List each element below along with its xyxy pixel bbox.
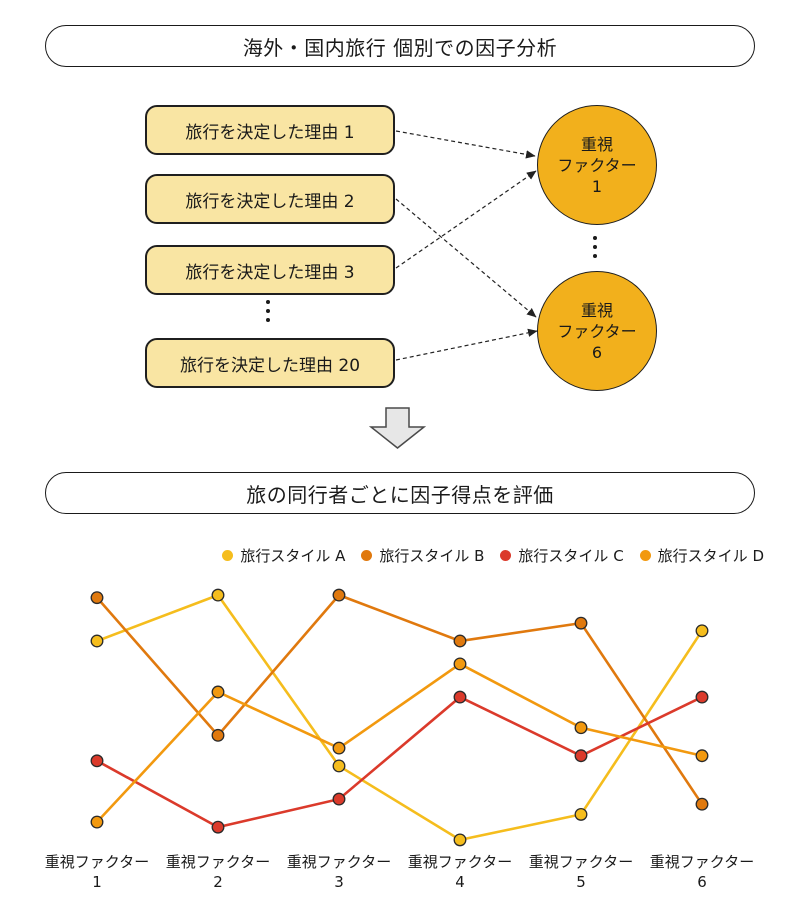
factor-6-number: 6: [591, 342, 603, 362]
legend-item-1: 旅行スタイル A: [222, 545, 345, 566]
section-title-factor-scores: 旅の同行者ごとに因子得点を評価: [45, 472, 755, 514]
series-line-3: [96, 695, 703, 829]
data-point-s1-f3: [332, 759, 346, 773]
legend-item-4: 旅行スタイル D: [639, 545, 764, 566]
factor-1-line2: ファクター: [557, 155, 637, 175]
x-axis-label-1: 重視ファクター 1: [44, 853, 150, 891]
factor-6-line1: 重視: [580, 300, 613, 320]
factor-circle-1: 重視 ファクター 1: [537, 105, 657, 225]
data-point-s3-f1: [90, 754, 104, 768]
arrow-reason1-factor1: [395, 130, 536, 159]
reason-box-3: 旅行を決定した理由 3: [145, 245, 395, 295]
data-point-s4-f3: [332, 741, 346, 755]
series-line-1: [96, 593, 704, 842]
data-point-s3-f6: [695, 690, 709, 704]
data-point-s1-f1: [90, 634, 104, 648]
data-point-s1-f6: [695, 624, 709, 638]
series-line-2: [96, 593, 704, 805]
legend-label: 旅行スタイル C: [518, 547, 624, 565]
reason-box-1: 旅行を決定した理由 1: [145, 105, 395, 155]
legend-label: 旅行スタイル B: [379, 547, 485, 565]
x-axis-label-5: 重視ファクター 5: [528, 853, 634, 891]
x-axis-label-2: 重視ファクター 2: [165, 853, 271, 891]
factor-circle-6: 重視 ファクター 6: [537, 271, 657, 391]
legend-item-3: 旅行スタイル C: [500, 545, 624, 566]
data-point-s1-f2: [211, 588, 225, 602]
data-point-s4-f5: [574, 721, 588, 735]
factor-1-number: 1: [591, 176, 603, 196]
data-point-s3-f5: [574, 749, 588, 763]
data-point-s3-f3: [332, 792, 346, 806]
legend-label: 旅行スタイル A: [240, 547, 346, 565]
chart-legend: 旅行スタイル A 旅行スタイル B 旅行スタイル C 旅行スタイル D: [0, 545, 800, 566]
legend-label: 旅行スタイル D: [657, 547, 764, 565]
factor-1-line1: 重視: [580, 134, 613, 154]
legend-dot-icon: [639, 550, 651, 561]
connector-arrows: [368, 130, 538, 449]
reason-box-20-label: 旅行を決定した理由 20: [179, 355, 361, 376]
data-point-s2-f3: [332, 588, 346, 602]
arrow-reason2-factor6: [395, 198, 537, 318]
factor-6-line2: ファクター: [557, 321, 637, 341]
data-point-s1-f5: [574, 807, 588, 821]
reason-box-1-label: 旅行を決定した理由 1: [185, 122, 355, 143]
legend-dot-icon: [500, 550, 512, 561]
data-point-s3-f4: [453, 690, 467, 704]
data-point-s4-f2: [211, 685, 225, 699]
data-point-s1-f4: [453, 833, 467, 847]
factor-score-line-chart: [90, 588, 709, 847]
data-point-s4-f6: [695, 749, 709, 763]
section-title-text: 海外・国内旅行 個別での因子分析: [242, 35, 558, 60]
data-point-s2-f4: [453, 634, 467, 648]
legend-dot-icon: [361, 550, 373, 561]
data-point-s4-f1: [90, 815, 104, 829]
reason-box-3-label: 旅行を決定した理由 3: [185, 262, 355, 283]
legend-item-2: 旅行スタイル B: [361, 545, 484, 566]
data-point-s2-f6: [695, 797, 709, 811]
x-axis-label-3: 重視ファクター 3: [286, 853, 392, 891]
data-point-s2-f2: [211, 728, 225, 742]
section-title-text-2: 旅の同行者ごとに因子得点を評価: [246, 482, 554, 507]
reason-box-2-label: 旅行を決定した理由 2: [185, 191, 355, 212]
series-line-4: [96, 662, 703, 823]
data-point-s3-f2: [211, 820, 225, 834]
legend-dot-icon: [222, 550, 234, 561]
ellipsis-dots-circles: [593, 236, 597, 258]
data-point-s2-f1: [90, 591, 104, 605]
x-axis: 重視ファクター 1 重視ファクター 2 重視ファクター 3 重視ファクター 4 重視ファ…: [0, 852, 800, 898]
arrow-reason20-factor6: [395, 328, 538, 361]
reason-box-20: 旅行を決定した理由 20: [145, 338, 395, 388]
x-axis-label-6: 重視ファクター 6: [649, 853, 755, 891]
ellipsis-dots-boxes: [266, 300, 270, 322]
x-axis-label-4: 重視ファクター 4: [407, 853, 513, 891]
down-arrow-icon: [368, 407, 427, 449]
data-point-s2-f5: [574, 616, 588, 630]
arrow-reason3-factor1: [395, 170, 537, 269]
section-title-factor-analysis: 海外・国内旅行 個別での因子分析: [45, 25, 755, 67]
data-point-s4-f4: [453, 657, 467, 671]
reason-box-2: 旅行を決定した理由 2: [145, 174, 395, 224]
